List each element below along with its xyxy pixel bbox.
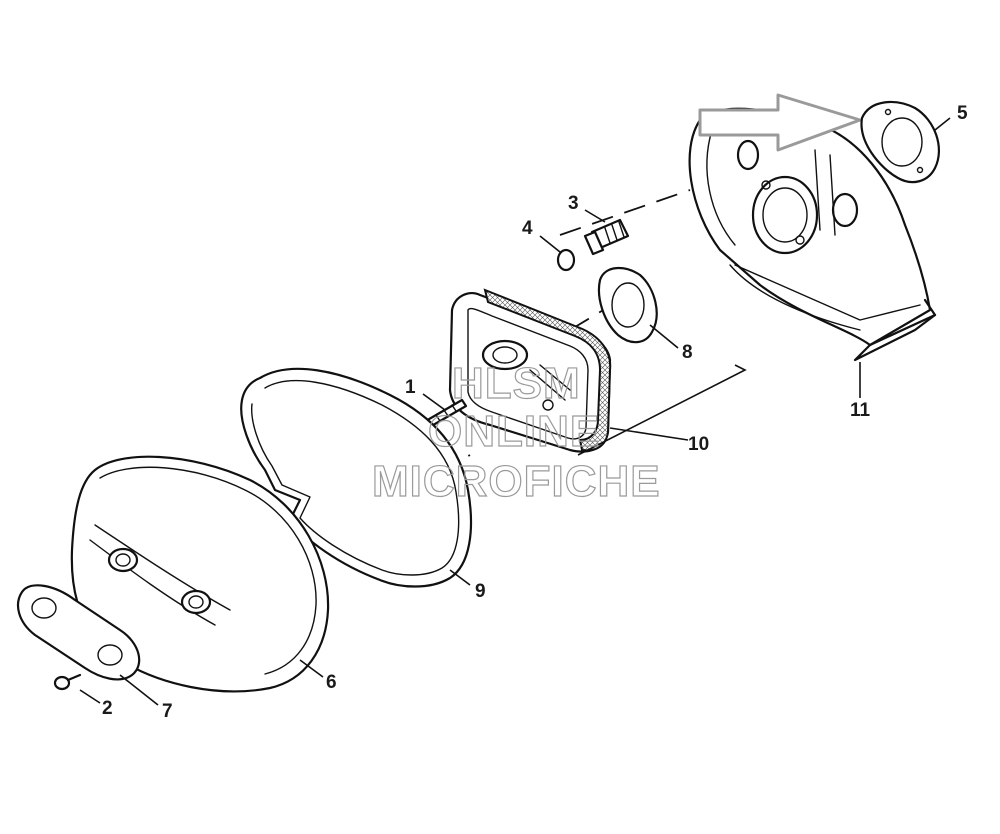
- callout-6: 6: [326, 672, 337, 693]
- callout-11: 11: [850, 400, 871, 421]
- watermark-line-3: MICROFICHE: [372, 457, 661, 506]
- pointer-arrow: [698, 93, 862, 152]
- callout-8: 8: [682, 342, 693, 363]
- callout-1: 1: [405, 377, 416, 398]
- part-6-cover: [70, 455, 330, 693]
- part-3-breather-bolt: [583, 218, 630, 256]
- part-4-o-ring: [556, 248, 576, 272]
- part-7-trim: [17, 584, 141, 681]
- gray-arrow-shape: [698, 93, 862, 152]
- watermark-line-1: HLSM: [452, 359, 581, 408]
- callout-5: 5: [957, 103, 968, 124]
- part-10-filter-element: [448, 288, 612, 453]
- watermark-line-2: ONLINE: [428, 407, 600, 456]
- callout-3: 3: [568, 193, 579, 214]
- part-2-screw: [53, 673, 82, 691]
- part-8-gasket: [597, 267, 658, 344]
- part-5-gasket: [860, 101, 940, 184]
- callout-10: 10: [688, 434, 709, 455]
- callout-2: 2: [102, 698, 113, 719]
- part-9-cover-seal: [240, 367, 473, 588]
- part-11-backplate: [688, 107, 937, 362]
- callout-4: 4: [522, 218, 533, 239]
- callout-9: 9: [475, 581, 486, 602]
- watermark: HLSM ONLINE MICROFICHE: [371, 358, 661, 506]
- callout-labels: 1 2 3 4 5 6 7 8 9 10 11: [102, 103, 968, 722]
- callout-7: 7: [162, 701, 173, 722]
- leader-lines: [79, 117, 951, 706]
